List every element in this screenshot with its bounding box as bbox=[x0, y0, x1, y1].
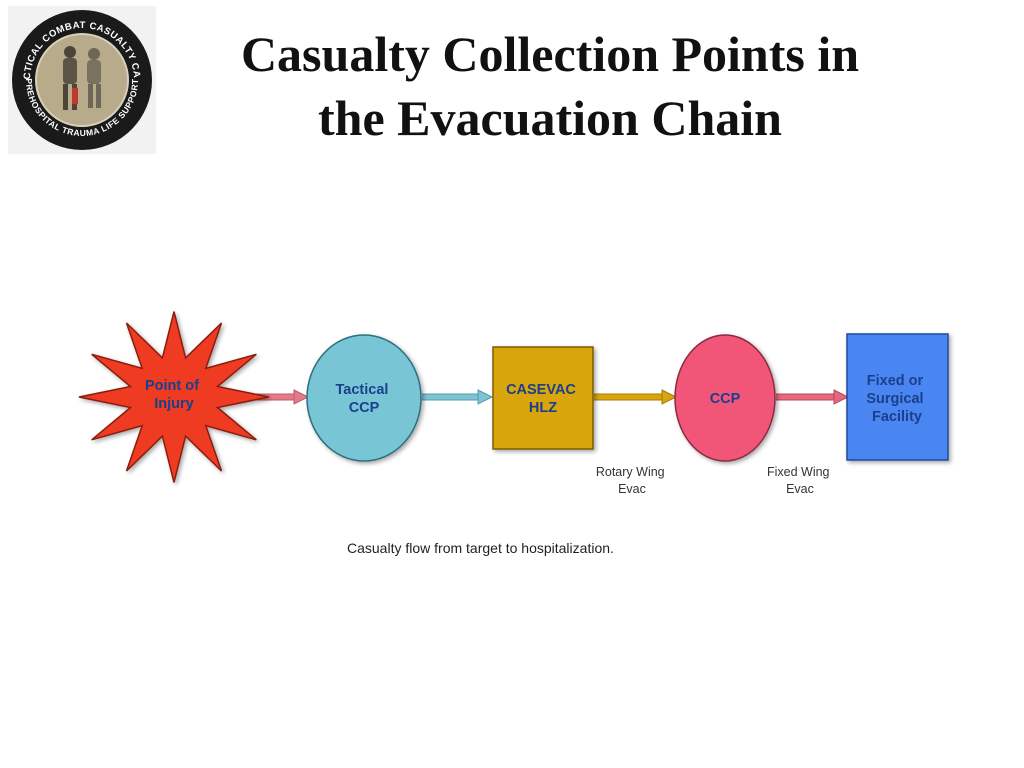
svg-text:CCP: CCP bbox=[710, 391, 741, 407]
evacuation-chain-diagram: Point of Injury Tactical CCP CASEVAC HLZ bbox=[78, 311, 949, 496]
slide-title: Casualty Collection Points in the Evacua… bbox=[150, 22, 950, 150]
link-casevac-to-ccp-label-line-2: Evac bbox=[618, 482, 646, 496]
node-tactical-ccp: Tactical CCP bbox=[306, 334, 422, 462]
node-fixed-surgical-facility: Fixed or Surgical Facility bbox=[846, 333, 949, 461]
node-facility-label-line-1: Fixed or bbox=[867, 373, 924, 389]
node-ccp: CCP bbox=[674, 334, 776, 462]
svg-text:Fixed or Surgical: Fixed or Surgical Facility bbox=[866, 373, 927, 425]
node-tactical-ccp-label-line-2: CCP bbox=[349, 400, 380, 416]
node-tactical-ccp-label-line-1: Tactical bbox=[336, 382, 389, 398]
link-casevac-to-ccp-label: Rotary Wing Evac bbox=[596, 465, 668, 496]
logo-inner-border bbox=[35, 33, 129, 127]
svg-text:CASEVAC HLZ: CASEVAC HLZ bbox=[506, 382, 580, 416]
node-ccp-label-line-1: CCP bbox=[710, 391, 741, 407]
node-facility-label-line-2: Surgical bbox=[866, 391, 923, 407]
link-ccp-to-facility-label-line-1: Fixed Wing bbox=[767, 465, 830, 479]
tccc-logo: TACTICAL COMBAT CASUALTY CARE PREHOSPITA… bbox=[8, 6, 156, 154]
diagram-caption: Casualty flow from target to hospitaliza… bbox=[347, 540, 614, 556]
node-casevac-hlz-label-line-1: CASEVAC bbox=[506, 382, 576, 398]
link-ccp-to-facility-label: Fixed Wing Evac bbox=[767, 465, 833, 496]
link-casevac-to-ccp-label-line-1: Rotary Wing bbox=[596, 465, 665, 479]
svg-text:Point of Injury: Point of Injury bbox=[145, 378, 203, 412]
logo-soldiers-icon bbox=[63, 46, 101, 110]
slide-title-line-2: the Evacuation Chain bbox=[318, 90, 782, 146]
link-tactical-ccp-to-casevac bbox=[422, 389, 494, 405]
link-casevac-to-ccp bbox=[594, 389, 678, 405]
node-casevac-hlz-label-line-2: HLZ bbox=[529, 400, 557, 416]
node-point-of-injury-label-line-2: Injury bbox=[154, 396, 193, 412]
node-point-of-injury: Point of Injury bbox=[78, 311, 270, 483]
node-facility-label-line-3: Facility bbox=[872, 409, 922, 425]
slide-title-line-1: Casualty Collection Points in bbox=[240, 26, 860, 82]
logo-inner-field bbox=[36, 34, 128, 126]
node-point-of-injury-label-line-1: Point of bbox=[145, 378, 199, 394]
svg-text:Tactical CCP: Tactical CCP bbox=[336, 382, 393, 416]
link-ccp-to-facility bbox=[776, 389, 850, 405]
node-casevac-hlz: CASEVAC HLZ bbox=[492, 346, 594, 450]
link-ccp-to-facility-label-line-2: Evac bbox=[786, 482, 814, 496]
